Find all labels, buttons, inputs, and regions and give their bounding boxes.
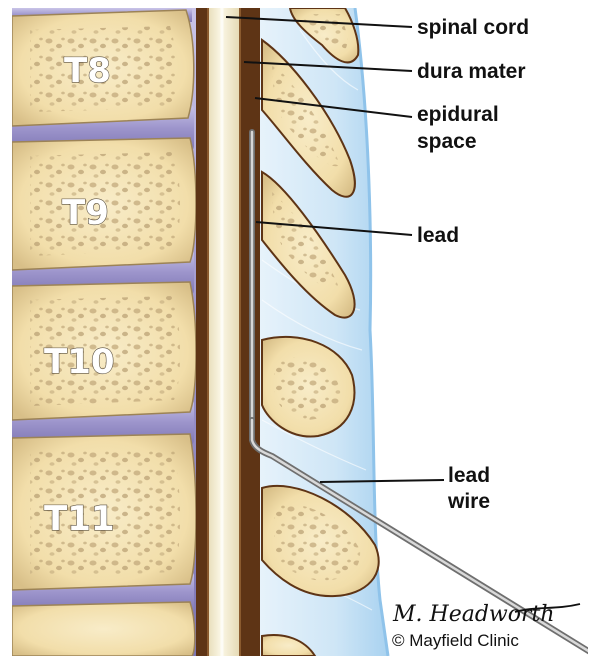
epidural-space-anterior (196, 8, 208, 656)
label-spinal-cord: spinal cord (417, 16, 529, 39)
vertebra-t11: T11 (12, 434, 196, 590)
label-lead-wire-line2: wire (447, 490, 490, 513)
label-dura-mater: dura mater (417, 60, 526, 83)
label-lead: lead (417, 224, 459, 247)
spinal-cord (209, 8, 239, 656)
vertebra-label-t11: T11 (44, 499, 115, 539)
vertebra-t9: T9 (12, 138, 196, 270)
vertebra-t12 (12, 602, 195, 656)
vertebra-label-t9: T9 (62, 193, 109, 233)
vertebra-t8: T8 (12, 10, 194, 126)
label-epidural-line2: space (417, 130, 477, 153)
copyright-credit: © Mayfield Clinic (392, 631, 519, 650)
vertebra-label-t8: T8 (64, 51, 111, 91)
vertebra-t10: T10 (12, 282, 196, 420)
label-lead-wire-line1: lead (448, 464, 490, 487)
label-epidural-line1: epidural (417, 103, 499, 126)
artist-signature: M. Headworth (392, 602, 555, 627)
vertebra-label-t10: T10 (44, 342, 115, 382)
